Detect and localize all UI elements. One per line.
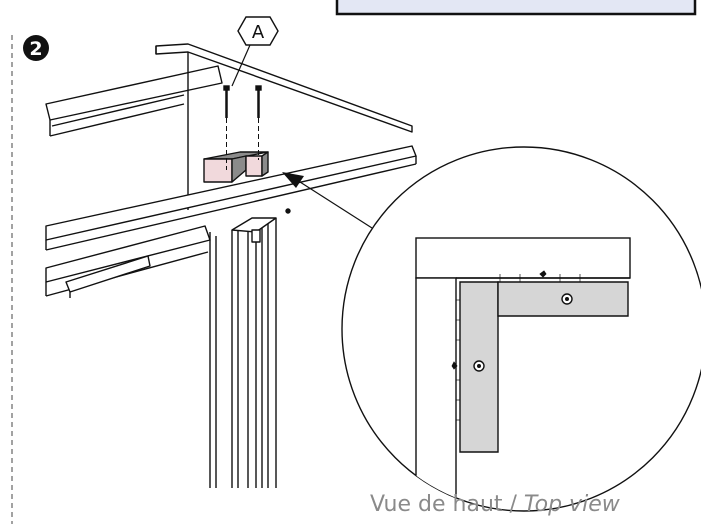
instruction-banner bbox=[335, 0, 697, 16]
step-badge-icon: 2 bbox=[23, 35, 49, 61]
step-number: 2 bbox=[29, 38, 42, 60]
callout-letter: A bbox=[252, 22, 265, 43]
corner-bracket bbox=[203, 151, 269, 183]
caption-italic: Top view bbox=[523, 492, 620, 517]
screw-head-icon bbox=[473, 293, 573, 372]
cabinet-frame bbox=[45, 43, 417, 488]
view-caption: Vue de haut / Top view bbox=[370, 492, 620, 517]
screw-icon bbox=[223, 85, 262, 170]
callout-hexagon-icon: A bbox=[237, 16, 279, 46]
top-view-detail bbox=[341, 146, 701, 512]
callout-leader-line bbox=[231, 44, 251, 87]
caption-main: Vue de haut / bbox=[370, 492, 524, 517]
detail-pointer bbox=[282, 172, 373, 229]
